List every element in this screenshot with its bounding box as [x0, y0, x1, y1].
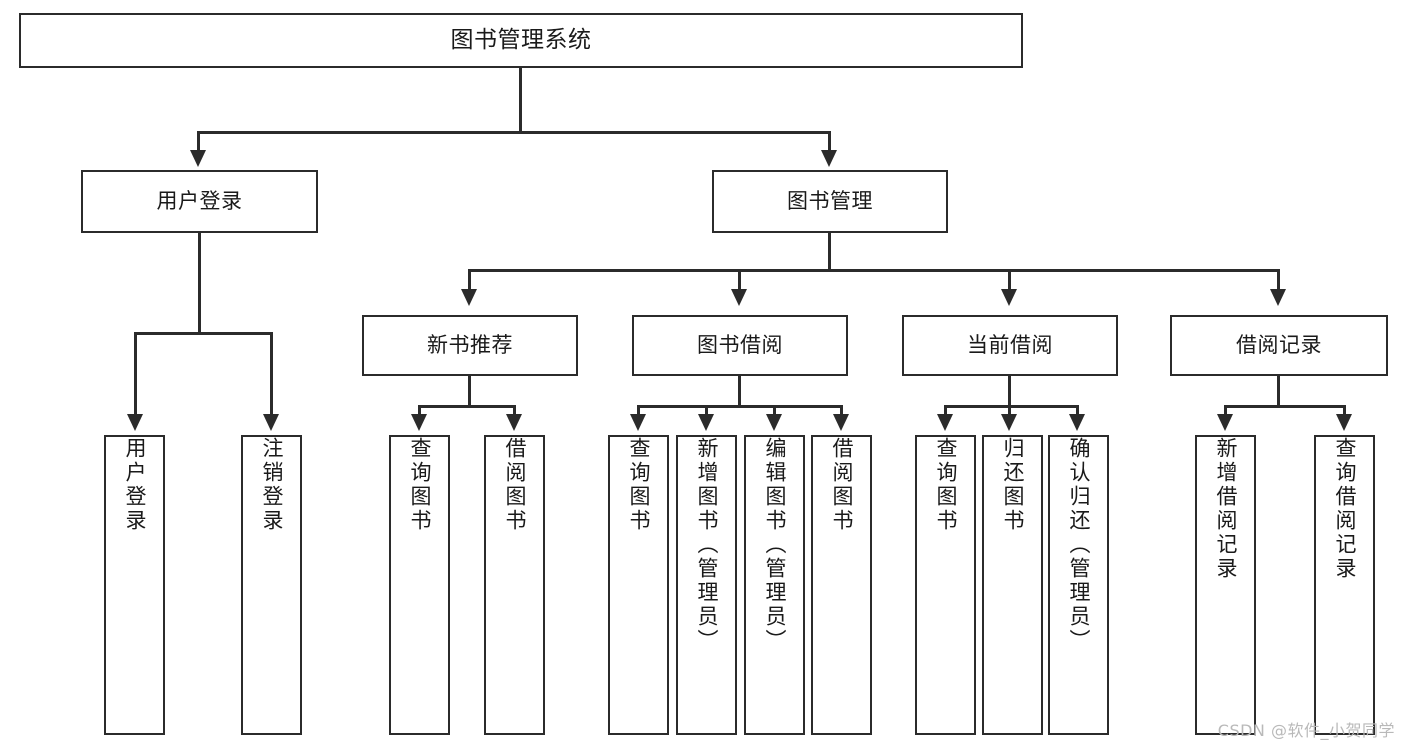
connector-new-book-drop-1 [418, 405, 421, 417]
arrowhead-leaf-logout [263, 414, 279, 431]
arrowhead-book-mgmt [821, 150, 837, 167]
connector-book-mgmt-bar [468, 269, 1280, 272]
connector-new-book-drop-2 [513, 405, 516, 417]
connector-borrow-record-drop-2 [1343, 405, 1346, 417]
connector-book-mgmt-drop-2 [738, 269, 741, 292]
arrowhead-book-borrow [731, 289, 747, 306]
connector-new-book-bar [418, 405, 516, 408]
connector-book-borrow-bar [637, 405, 842, 408]
node-label: 当前借阅 [967, 333, 1053, 358]
node-user-login[interactable]: 用户登录 [81, 170, 318, 233]
node-label: 注销登录 [260, 437, 284, 533]
arrowhead-leaf-user-login [127, 414, 143, 431]
node-label: 图书管理系统 [450, 26, 592, 53]
arrowhead-current-query [937, 414, 953, 431]
connector-current-borrow-drop-3 [1076, 405, 1079, 417]
arrowhead-borrow-query [630, 414, 646, 431]
node-label: 编辑图书（管理员） [763, 437, 787, 653]
connector-root-to-book-mgmt [828, 131, 831, 153]
connector-book-borrow-drop-4 [840, 405, 843, 417]
node-label: 借阅图书 [503, 437, 527, 533]
node-book-management[interactable]: 图书管理 [712, 170, 948, 233]
connector-current-borrow-stem [1008, 376, 1011, 408]
connector-root-stem [519, 68, 522, 133]
connector-book-mgmt-drop-1 [468, 269, 471, 292]
arrowhead-user-login [190, 150, 206, 167]
connector-book-borrow-stem [738, 376, 741, 408]
node-label: 查询图书 [627, 437, 651, 533]
node-label: 图书管理 [787, 189, 873, 214]
leaf-add-borrow-record[interactable]: 新增借阅记录 [1195, 435, 1256, 735]
connector-book-borrow-drop-2 [705, 405, 708, 417]
arrowhead-record-query [1336, 414, 1352, 431]
node-label: 借阅图书 [830, 437, 854, 533]
node-label: 借阅记录 [1236, 333, 1322, 358]
node-label: 图书借阅 [697, 333, 783, 358]
leaf-query-borrow-record[interactable]: 查询借阅记录 [1314, 435, 1375, 735]
arrowhead-new-book [461, 289, 477, 306]
node-label: 用户登录 [156, 189, 243, 214]
connector-book-borrow-drop-3 [773, 405, 776, 417]
node-current-borrow[interactable]: 当前借阅 [902, 315, 1118, 376]
connector-book-mgmt-drop-4 [1277, 269, 1280, 292]
leaf-query-book[interactable]: 查询图书 [608, 435, 669, 735]
leaf-user-login[interactable]: 用户登录 [104, 435, 165, 735]
arrowhead-record-add [1217, 414, 1233, 431]
connector-book-borrow-drop-1 [637, 405, 640, 417]
node-label: 新增图书（管理员） [695, 437, 719, 653]
leaf-confirm-return-admin[interactable]: 确认归还（管理员） [1048, 435, 1109, 735]
node-label: 查询借阅记录 [1333, 437, 1357, 581]
connector-root-bar [197, 131, 831, 134]
connector-book-mgmt-drop-3 [1008, 269, 1011, 292]
arrowhead-borrow-add [698, 414, 714, 431]
connector-user-login-bar [134, 332, 272, 335]
leaf-borrow-book-recommend[interactable]: 借阅图书 [484, 435, 545, 735]
connector-current-borrow-drop-1 [944, 405, 947, 417]
arrowhead-current-confirm [1069, 414, 1085, 431]
node-label: 归还图书 [1001, 437, 1025, 533]
node-label: 新增借阅记录 [1214, 437, 1238, 581]
arrowhead-current-borrow [1001, 289, 1017, 306]
leaf-add-book-admin[interactable]: 新增图书（管理员） [676, 435, 737, 735]
arrowhead-new-book-query [411, 414, 427, 431]
leaf-query-book-recommend[interactable]: 查询图书 [389, 435, 450, 735]
connector-current-borrow-bar [944, 405, 1079, 408]
node-root-system[interactable]: 图书管理系统 [19, 13, 1023, 68]
connector-user-login-stem [198, 233, 201, 334]
node-label: 新书推荐 [427, 333, 513, 358]
node-label: 查询图书 [934, 437, 958, 533]
connector-borrow-record-drop-1 [1224, 405, 1227, 417]
arrowhead-borrow-record [1270, 289, 1286, 306]
leaf-return-book[interactable]: 归还图书 [982, 435, 1043, 735]
leaf-query-book-current[interactable]: 查询图书 [915, 435, 976, 735]
leaf-lend-book[interactable]: 借阅图书 [811, 435, 872, 735]
connector-root-to-user-login [197, 131, 200, 153]
connector-borrow-record-stem [1277, 376, 1280, 408]
arrowhead-current-return [1001, 414, 1017, 431]
connector-current-borrow-drop-2 [1008, 405, 1011, 417]
arrowhead-borrow-lend [833, 414, 849, 431]
leaf-edit-book-admin[interactable]: 编辑图书（管理员） [744, 435, 805, 735]
node-label: 查询图书 [408, 437, 432, 533]
node-borrow-record[interactable]: 借阅记录 [1170, 315, 1388, 376]
arrowhead-borrow-edit [766, 414, 782, 431]
node-book-borrow[interactable]: 图书借阅 [632, 315, 848, 376]
connector-user-login-drop-1 [134, 332, 137, 417]
connector-user-login-drop-2 [270, 332, 273, 417]
connector-new-book-stem [468, 376, 471, 408]
leaf-logout[interactable]: 注销登录 [241, 435, 302, 735]
node-label: 用户登录 [123, 437, 147, 533]
arrowhead-new-book-borrow [506, 414, 522, 431]
connector-book-mgmt-stem [828, 233, 831, 271]
connector-borrow-record-bar [1224, 405, 1346, 408]
node-new-book-recommend[interactable]: 新书推荐 [362, 315, 578, 376]
node-label: 确认归还（管理员） [1067, 437, 1091, 653]
